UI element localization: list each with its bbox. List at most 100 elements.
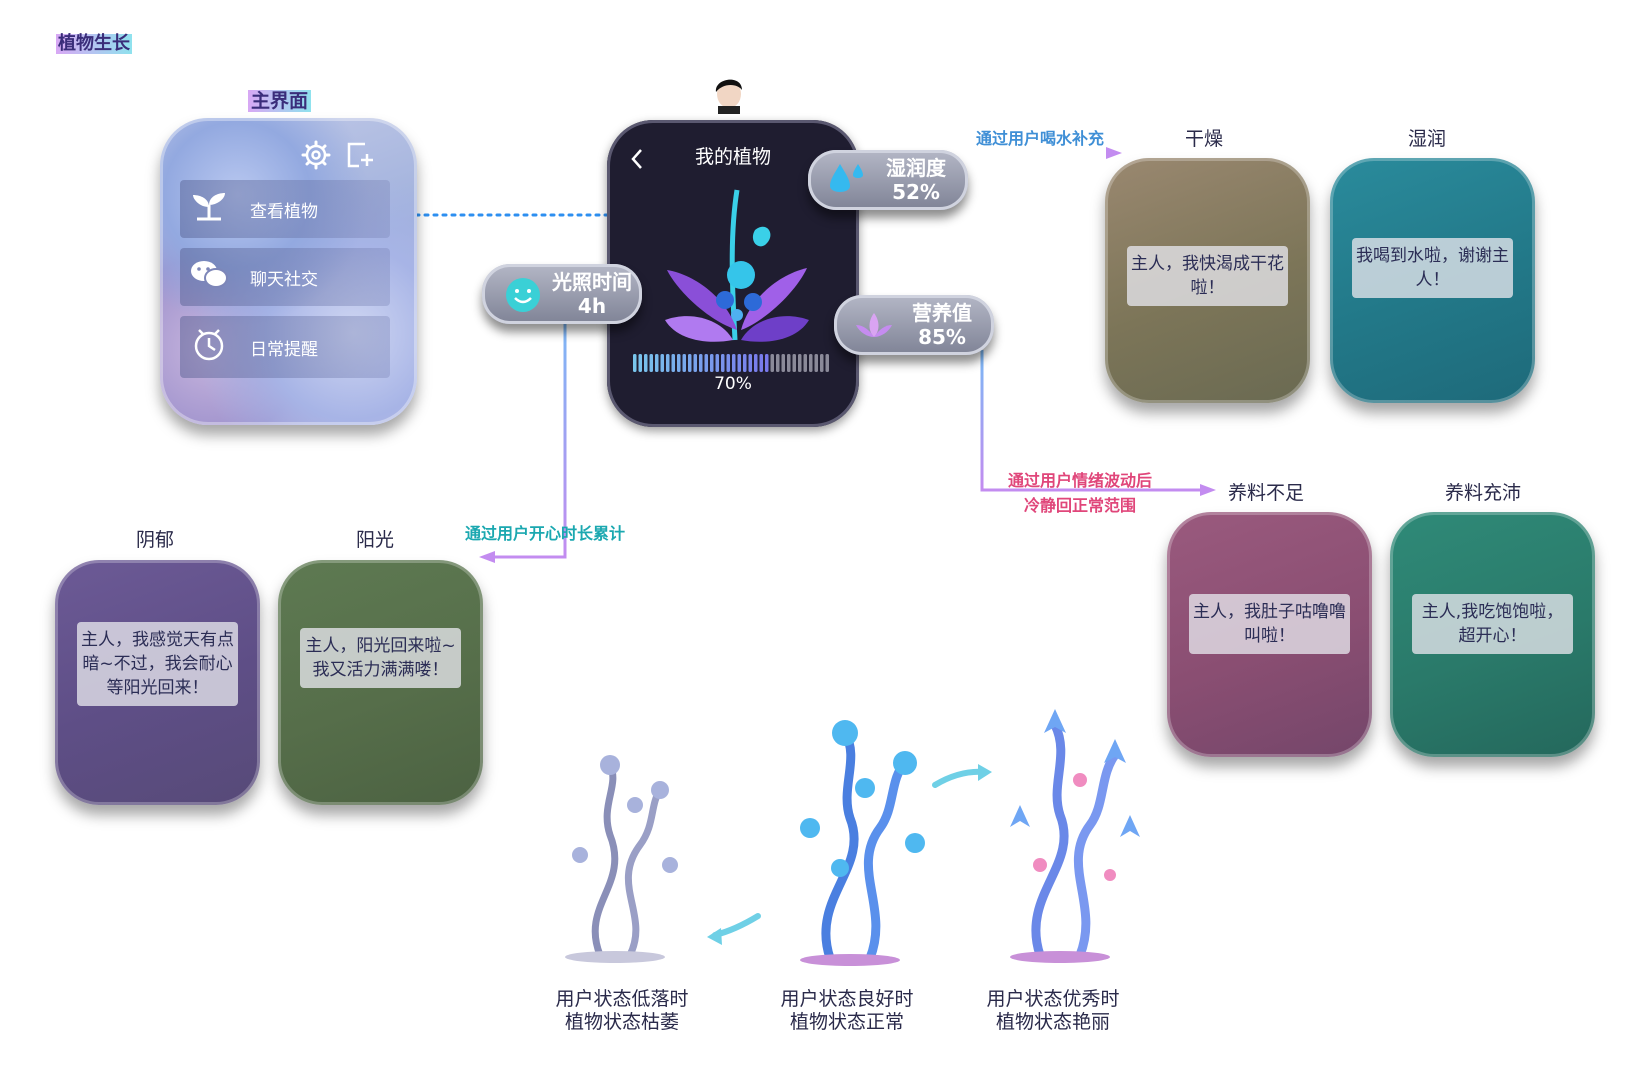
progress-tick (743, 354, 747, 372)
happy-arrow-head (479, 551, 495, 563)
progress-tick (748, 354, 752, 372)
progress-tick (693, 354, 697, 372)
water-arrow-head (1106, 147, 1122, 159)
menu-item-reminder[interactable]: 日常提醒 (180, 316, 390, 378)
progress-tick (666, 354, 670, 372)
menu-item-chat[interactable]: 聊天社交 (180, 248, 390, 306)
growth-caption-excellent: 用户状态优秀时 植物状态艳丽 (963, 988, 1143, 1034)
light-label: 光照时间 (552, 270, 632, 294)
nutrition-value: 85% (918, 325, 966, 349)
progress-tick (792, 354, 796, 372)
state-card-hungry: 主人，我肚子咕噜噜叫啦！ (1167, 512, 1372, 757)
growth-caption-line: 用户状态低落时 (555, 988, 689, 1010)
state-title-hungry: 养料不足 (1228, 482, 1305, 504)
growth-arrow-down (712, 913, 761, 938)
growth-arrow-up-head (978, 764, 992, 781)
progress-tick (726, 354, 730, 372)
state-message-dry: 主人，我快渴成干花啦！ (1127, 246, 1288, 306)
progress-tick (825, 354, 829, 372)
progress-tick (820, 354, 824, 372)
progress-tick (699, 354, 703, 372)
progress-tick (787, 354, 791, 372)
withered-plant-illustration (565, 755, 678, 963)
page-title: 植物生长 (56, 33, 132, 54)
state-message-gloomy: 主人，我感觉天有点暗~不过，我会耐心等阳光回来！ (77, 622, 238, 706)
progress-tick (770, 354, 774, 372)
state-card-dry: 主人，我快渴成干花啦！ (1105, 158, 1310, 403)
sprout-icon (180, 191, 238, 228)
emotion-arrow-line (980, 350, 1210, 492)
state-card-gloomy: 主人，我感觉天有点暗~不过，我会耐心等阳光回来！ (55, 560, 260, 805)
state-message-moist: 我喝到水啦，谢谢主人！ (1352, 238, 1513, 298)
menu-label: 聊天社交 (250, 269, 318, 290)
growth-caption-line: 植物状态正常 (789, 1011, 904, 1033)
happy-arrow-line (485, 315, 567, 559)
growth-caption-line: 用户状态优秀时 (986, 988, 1120, 1010)
state-title-dry: 干燥 (1185, 128, 1224, 150)
vibrant-plant-illustration (1010, 709, 1140, 963)
state-card-moist: 我喝到水啦，谢谢主人！ (1330, 158, 1535, 403)
progress-tick (809, 354, 813, 372)
lotus-icon (856, 313, 892, 337)
progress-tick (688, 354, 692, 372)
progress-tick (803, 354, 807, 372)
happy-arrow-label: 通过用户开心时长累计 (465, 524, 626, 543)
progress-tick (776, 354, 780, 372)
state-title-gloomy: 阴郁 (136, 529, 175, 551)
progress-tick (655, 354, 659, 372)
growth-progress-label: 70% (714, 374, 752, 394)
growth-caption-low: 用户状态低落时 植物状态枯萎 (532, 988, 712, 1034)
progress-tick (737, 354, 741, 372)
state-card-sunny: 主人，阳光回来啦~我又活力满满喽！ (278, 560, 483, 805)
humidity-label: 湿润度 (886, 156, 946, 180)
state-message-hungry: 主人，我肚子咕噜噜叫啦！ (1189, 594, 1350, 654)
state-message-sunny: 主人，阳光回来啦~我又活力满满喽！ (300, 628, 461, 688)
progress-tick (814, 354, 818, 372)
gear-icon[interactable] (300, 140, 336, 170)
menu-item-view-plant[interactable]: 查看植物 (180, 180, 390, 238)
progress-tick (754, 354, 758, 372)
normal-plant-illustration (800, 720, 925, 966)
nutrition-pill: 营养值 85% (834, 295, 994, 355)
light-pill: 光照时间 4h (482, 264, 642, 324)
menu-label: 查看植物 (250, 201, 318, 222)
growth-arrow-up (932, 768, 988, 788)
growth-progress-bar (633, 354, 829, 372)
avatar (715, 79, 742, 114)
progress-tick (638, 354, 642, 372)
emotion-arrow-label-1: 通过用户情绪波动后 (1008, 471, 1153, 490)
progress-tick (732, 354, 736, 372)
progress-tick (715, 354, 719, 372)
main-screen-watch: 查看植物 聊天社交 日常提醒 (160, 118, 417, 425)
progress-tick (781, 354, 785, 372)
state-title-sunny: 阳光 (356, 529, 395, 551)
chevron-left-icon[interactable] (627, 146, 647, 172)
emotion-arrow-head (1200, 484, 1216, 496)
growth-arrow-down-head (707, 928, 722, 945)
state-title-moist: 湿润 (1408, 128, 1447, 150)
progress-tick (660, 354, 664, 372)
progress-tick (649, 354, 653, 372)
progress-tick (759, 354, 763, 372)
state-title-full: 养料充沛 (1445, 482, 1522, 504)
wechat-icon (180, 258, 238, 297)
edit-note-icon[interactable] (345, 140, 375, 170)
state-card-full: 主人,我吃饱饱啦，超开心！ (1390, 512, 1595, 757)
main-screen-heading: 主界面 (248, 90, 312, 112)
progress-tick (644, 354, 648, 372)
progress-tick (677, 354, 681, 372)
nutrition-label: 营养值 (912, 301, 972, 325)
progress-tick (710, 354, 714, 372)
state-message-full: 主人,我吃饱饱啦，超开心！ (1412, 594, 1573, 654)
emotion-arrow-label-2: 冷静回正常范围 (1024, 496, 1137, 515)
water-arrow-label: 通过用户喝水补充 (976, 129, 1105, 148)
humidity-value: 52% (892, 180, 940, 204)
progress-tick (633, 354, 637, 372)
growth-caption-line: 植物状态艳丽 (995, 1011, 1110, 1033)
plant-screen-title: 我的植物 (694, 146, 771, 168)
progress-tick (765, 354, 769, 372)
alarm-clock-icon (180, 326, 238, 369)
growth-caption-line: 用户状态良好时 (780, 988, 914, 1010)
smile-icon (506, 278, 540, 312)
growth-caption-good: 用户状态良好时 植物状态正常 (757, 988, 937, 1034)
